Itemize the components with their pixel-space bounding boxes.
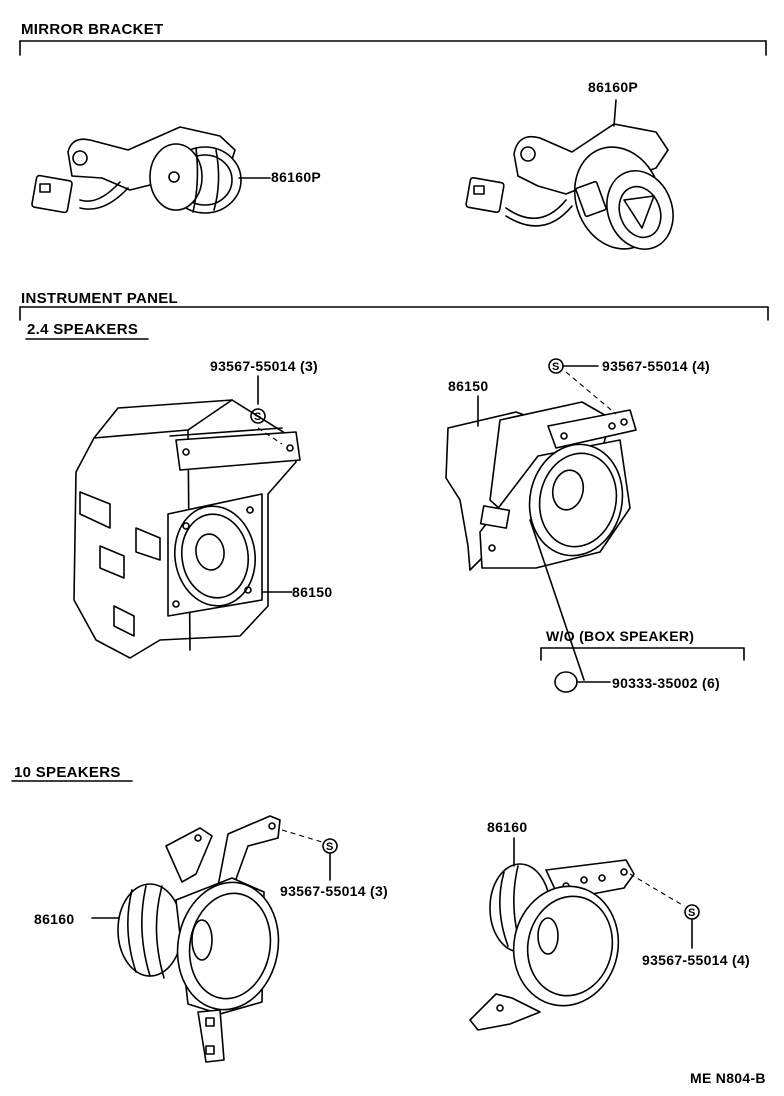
section-title-instrument-panel: INSTRUMENT PANEL [21, 290, 179, 307]
part-number-panel-right-screw: 93567-55014 (4) [602, 358, 711, 374]
screw-mark-ten-right: S [688, 907, 695, 919]
part-number-ten-right-screw: 93567-55014 (4) [642, 952, 751, 968]
panel-speaker-right-illustration: S [445, 358, 637, 681]
mirror-speaker-right-illustration [465, 99, 674, 250]
part-number-panel-left-screw: 93567-55014 (3) [210, 358, 319, 374]
part-number-ten-left-speaker: 86160 [34, 911, 75, 927]
section-title-10-speakers: 10 SPEAKERS [14, 764, 121, 781]
screw-mark-panel-left: S [254, 411, 261, 423]
part-number-mirror-right: 86160P [588, 79, 639, 95]
instrument-panel-frame [11, 306, 769, 782]
section-title-2-4-speakers: 2.4 SPEAKERS [27, 321, 139, 338]
panel-box-speaker-left-illustration: S [73, 375, 301, 659]
note-without-box-speaker: W/O (BOX SPEAKER) [546, 628, 695, 644]
mirror-speaker-left-illustration [31, 126, 271, 214]
clip-ring-illustration [554, 671, 611, 693]
part-number-panel-left-speaker: 86150 [292, 584, 333, 600]
section-title-mirror-bracket: MIRROR BRACKET [21, 21, 164, 38]
part-number-ten-left-screw: 93567-55014 (3) [280, 883, 389, 899]
part-number-mirror-left: 86160P [271, 169, 322, 185]
mirror-bracket-frame [19, 40, 767, 56]
ten-speaker-right-illustration: S [469, 837, 700, 1031]
part-number-panel-right-speaker: 86150 [448, 378, 489, 394]
diagram-code: ME N804-B [690, 1070, 766, 1086]
part-number-panel-right-clip: 90333-35002 (6) [612, 675, 721, 691]
screw-mark-ten-left: S [326, 841, 333, 853]
screw-mark-panel-right: S [552, 361, 559, 373]
ten-speaker-left-illustration: S [91, 815, 338, 1063]
part-number-ten-right-speaker: 86160 [487, 819, 528, 835]
wo-box-speaker-bracket [540, 647, 745, 661]
